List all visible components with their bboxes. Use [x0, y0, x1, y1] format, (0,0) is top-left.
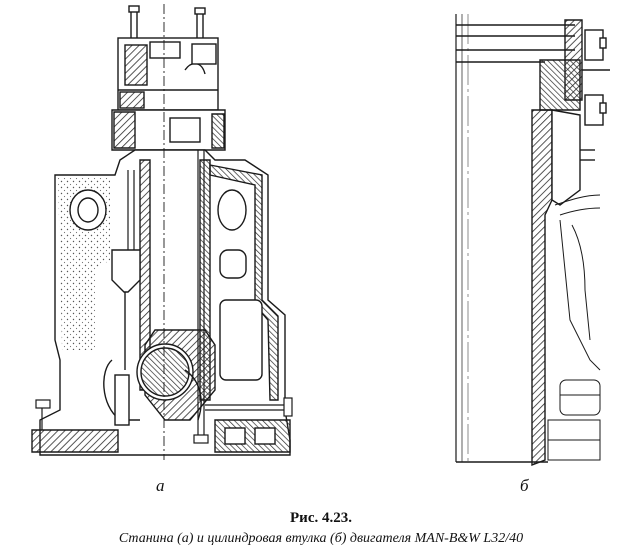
- figure-number: Рис. 4.23.: [290, 510, 352, 526]
- frame-body: [39, 149, 291, 456]
- view-b-label: б: [520, 476, 529, 495]
- cylinder-liner: [455, 14, 610, 467]
- main-bearing: [103, 343, 202, 426]
- cooling-jacket: [547, 194, 601, 461]
- tie-rods: [35, 150, 293, 444]
- view-a-label: а: [156, 476, 165, 495]
- frame-base: [31, 419, 291, 453]
- engine-drawing: [31, 4, 610, 467]
- frame-cross-section: [31, 4, 293, 460]
- figure-caption: Станина (а) и цилиндровая втулка (б) дви…: [118, 531, 524, 546]
- cylinder-head: [117, 37, 219, 111]
- cylinder-liner-top: [111, 109, 226, 151]
- liner-collar: [456, 19, 610, 126]
- head-studs: [128, 5, 206, 41]
- liner-wall: [531, 109, 595, 467]
